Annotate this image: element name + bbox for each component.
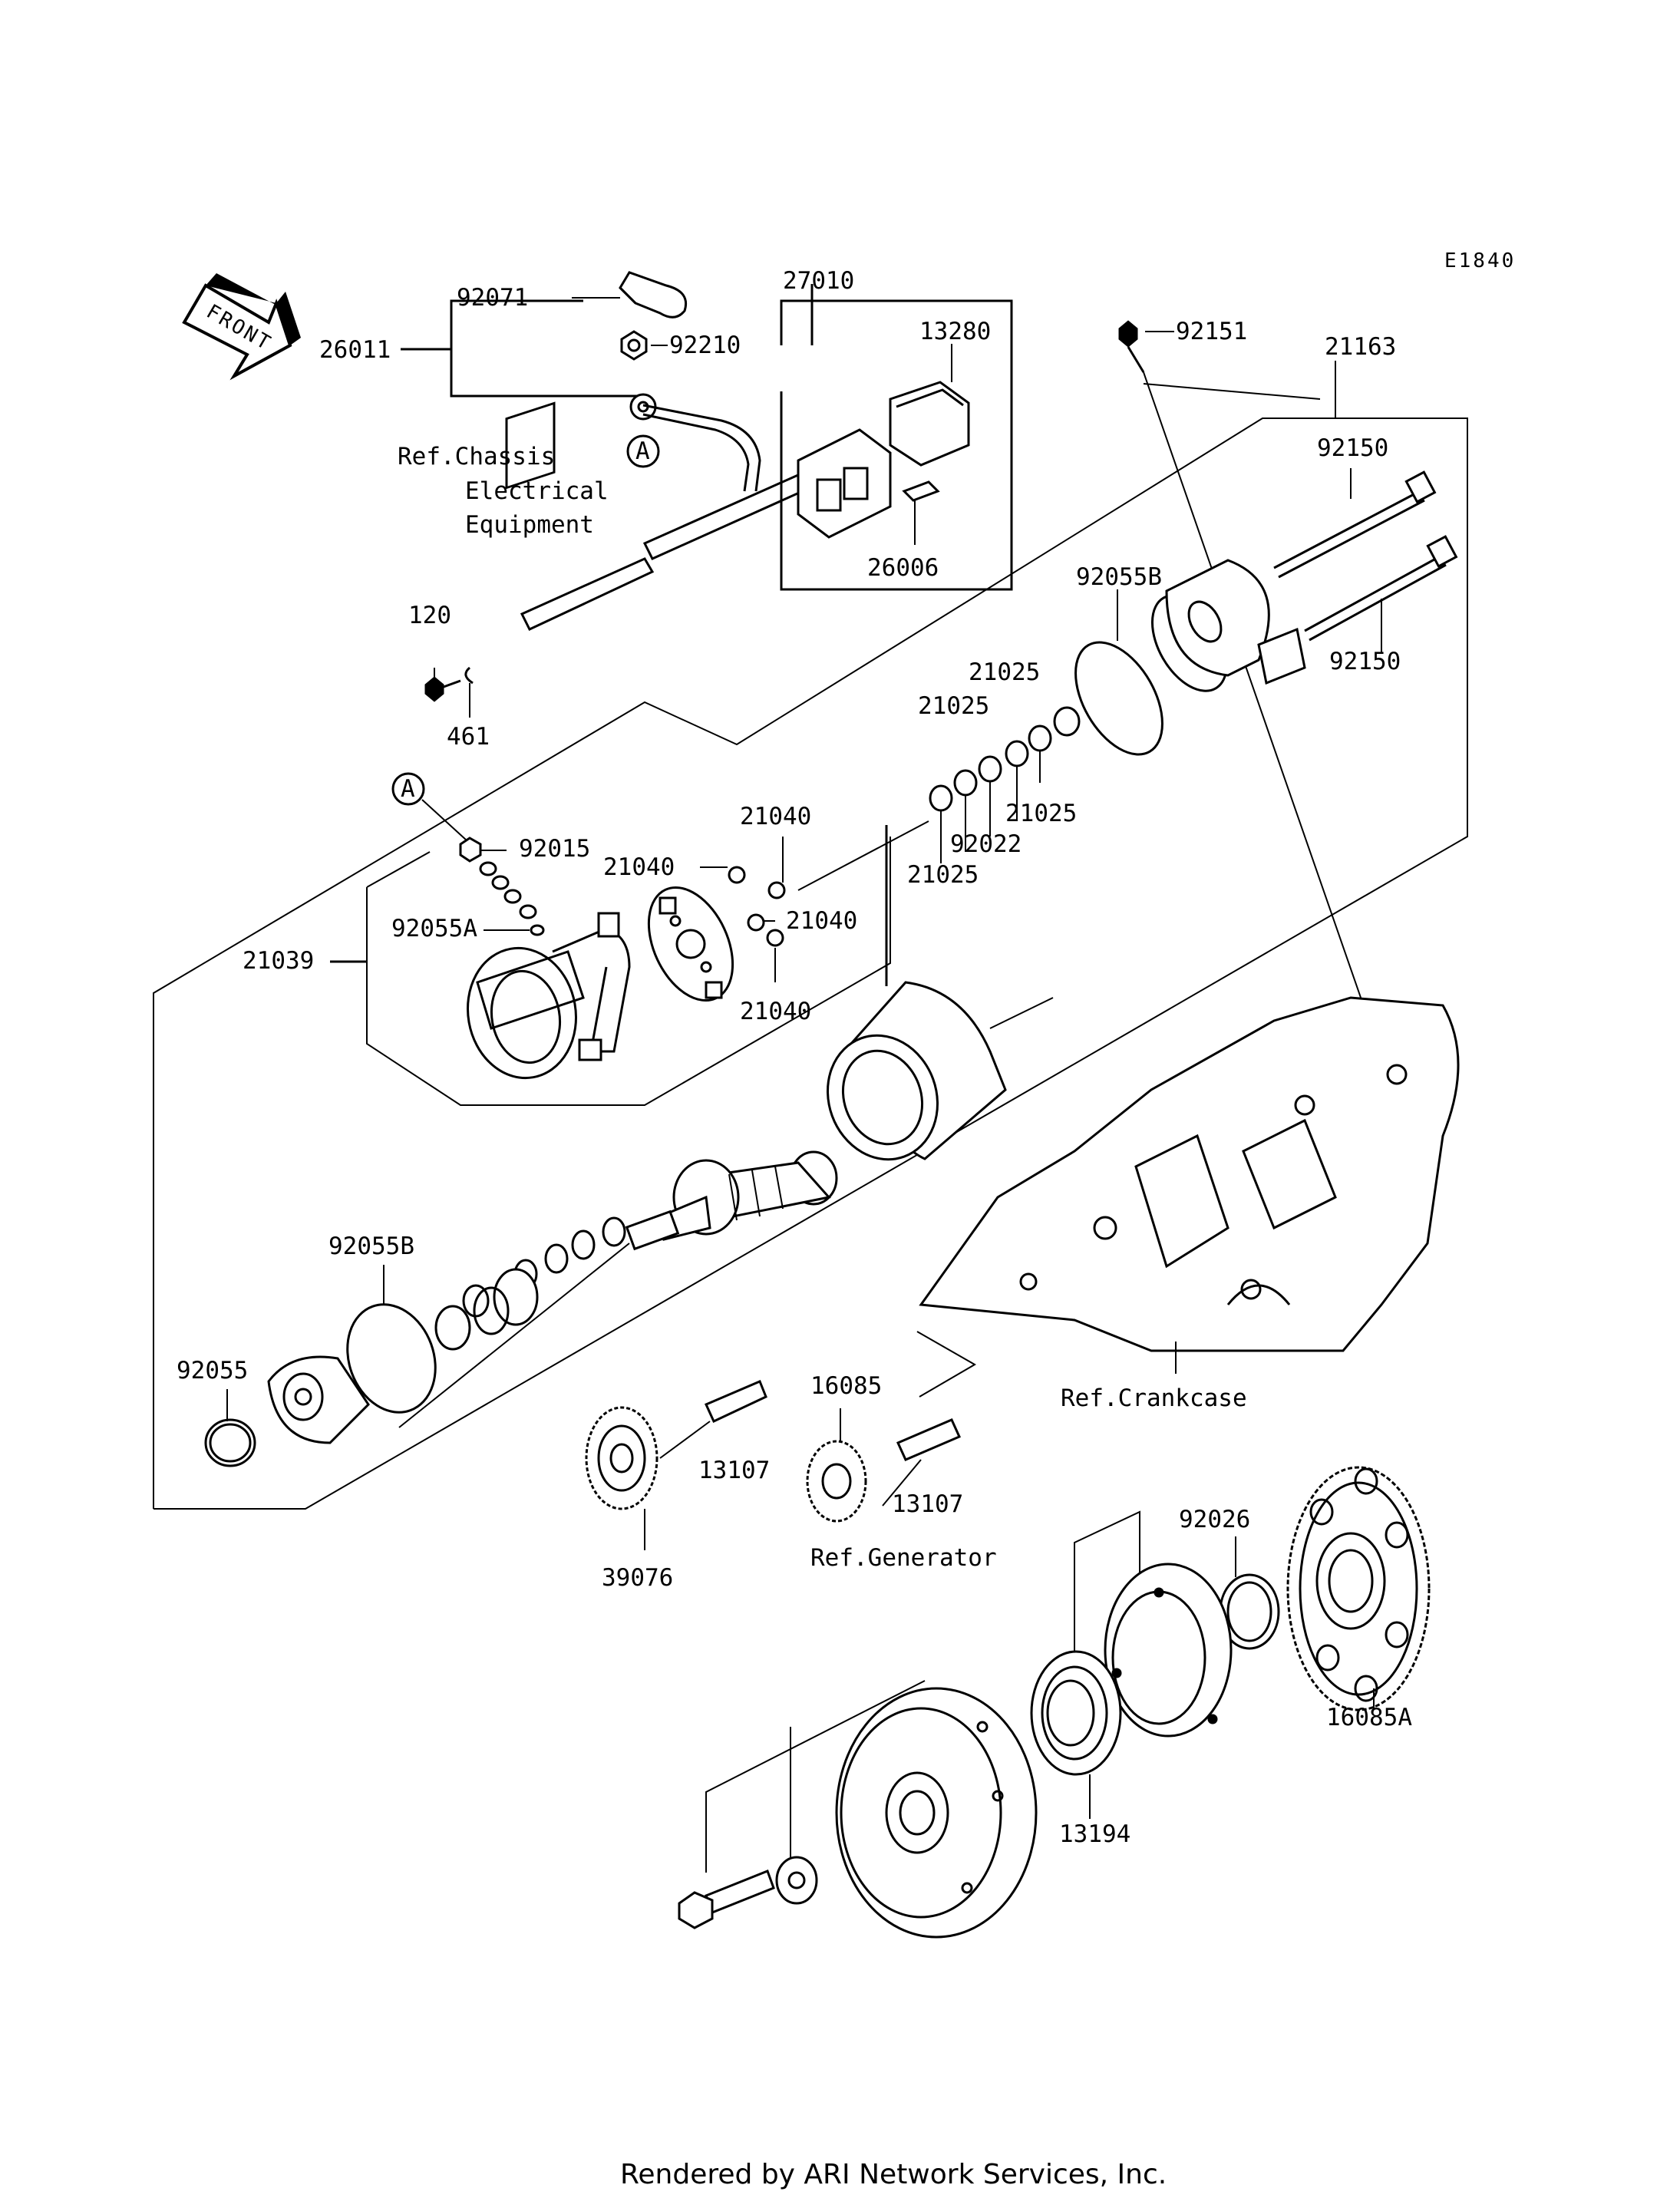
label-21040-2: 21040 bbox=[603, 853, 675, 881]
label-21040-4: 21040 bbox=[740, 998, 811, 1025]
callout-a-bottom: A bbox=[401, 775, 415, 803]
wire-terminal-a: A bbox=[626, 393, 660, 468]
washer-rotor bbox=[775, 1856, 818, 1905]
bushing bbox=[1053, 706, 1081, 737]
leader-21163-top bbox=[1143, 383, 1321, 400]
label-39076: 39076 bbox=[602, 1564, 673, 1592]
part-labels: 92071 26011 92210 27010 13280 26006 9215… bbox=[177, 267, 1412, 1848]
label-92055a: 92055A bbox=[391, 915, 477, 942]
label-21025-3: 21025 bbox=[1005, 800, 1077, 827]
label-92026: 92026 bbox=[1179, 1506, 1250, 1533]
oring-92055 bbox=[204, 1418, 256, 1467]
gear-16085 bbox=[806, 1440, 867, 1523]
oring-92055b-bottom bbox=[346, 1303, 437, 1414]
ref-chassis-line2: Electrical bbox=[465, 477, 609, 505]
nut-92015 bbox=[459, 837, 545, 936]
label-92210: 92210 bbox=[669, 332, 741, 359]
crankcase bbox=[919, 996, 1460, 1352]
label-92055: 92055 bbox=[177, 1357, 248, 1384]
label-92151: 92151 bbox=[1176, 318, 1247, 345]
leader-generator-a bbox=[705, 1680, 926, 1873]
bracket-27010 bbox=[780, 284, 1013, 591]
nut-92210 bbox=[620, 330, 648, 361]
label-13107-b: 13107 bbox=[892, 1490, 963, 1518]
ref-generator: Ref.Generator bbox=[810, 1544, 997, 1572]
bracket-26011 bbox=[401, 299, 637, 398]
label-13107-a: 13107 bbox=[698, 1457, 770, 1484]
leader-generator-c bbox=[1074, 1510, 1140, 1652]
ref-chassis-line1: Ref.Chassis bbox=[398, 443, 555, 470]
one-way-clutch-13194 bbox=[1030, 1650, 1122, 1776]
label-92022: 92022 bbox=[950, 830, 1022, 858]
springs-21040 bbox=[728, 866, 786, 947]
shaft-13107-b bbox=[896, 1418, 961, 1461]
label-21025-1: 21025 bbox=[969, 658, 1040, 686]
leader-13107 bbox=[916, 1331, 976, 1398]
label-120: 120 bbox=[408, 602, 451, 629]
label-27010: 27010 bbox=[783, 267, 854, 295]
rotor bbox=[835, 1687, 1038, 1939]
label-21163: 21163 bbox=[1325, 333, 1396, 361]
ref-chassis-line3: Equipment bbox=[465, 511, 594, 539]
through-bolt-upper bbox=[1273, 470, 1437, 579]
label-21025-4: 21025 bbox=[907, 861, 979, 889]
label-92071: 92071 bbox=[457, 284, 528, 312]
cover-13280 bbox=[889, 381, 970, 467]
callout-a-bottom-circle bbox=[391, 772, 425, 806]
bolt-120 bbox=[424, 676, 461, 702]
through-bolt-lower bbox=[1304, 535, 1458, 642]
gear-16085a bbox=[1286, 1466, 1431, 1711]
label-92150-upper: 92150 bbox=[1317, 434, 1388, 462]
yoke bbox=[826, 981, 1007, 1161]
fuse-26006 bbox=[902, 480, 940, 502]
leader-lines bbox=[226, 297, 1382, 1819]
shaft-13107-a bbox=[705, 1380, 767, 1424]
label-13194: 13194 bbox=[1059, 1820, 1130, 1848]
footer-credit: Rendered by ARI Network Services, Inc. bbox=[620, 2159, 1167, 2190]
bolt-92151 bbox=[1118, 320, 1145, 373]
bearing bbox=[434, 1305, 471, 1351]
label-16085: 16085 bbox=[810, 1372, 882, 1400]
label-21025-2: 21025 bbox=[918, 692, 989, 720]
label-92015: 92015 bbox=[519, 835, 590, 863]
oring-92055b-top bbox=[1074, 641, 1163, 756]
gear-39076 bbox=[585, 1406, 658, 1510]
clutch-housing bbox=[1104, 1563, 1233, 1738]
armature bbox=[625, 1150, 838, 1251]
rotor-bolt bbox=[678, 1870, 775, 1929]
assembly-outline bbox=[153, 417, 1468, 1510]
label-92055b-bottom: 92055B bbox=[328, 1233, 414, 1260]
axis-line bbox=[398, 1243, 630, 1428]
label-21039: 21039 bbox=[243, 947, 314, 975]
washer-461 bbox=[464, 666, 474, 685]
callout-a-top: A bbox=[635, 437, 650, 465]
rear-cover bbox=[1150, 559, 1306, 692]
label-21040-1: 21040 bbox=[740, 803, 811, 830]
label-16085a: 16085A bbox=[1326, 1704, 1412, 1731]
reference-labels: Ref.Chassis Electrical Equipment Ref.Cra… bbox=[398, 443, 1247, 1572]
brush-lead bbox=[552, 912, 631, 1061]
ref-crankcase: Ref.Crankcase bbox=[1061, 1384, 1247, 1412]
label-21040-3: 21040 bbox=[786, 907, 857, 935]
clutch-plate bbox=[473, 1268, 539, 1335]
label-92150-lower: 92150 bbox=[1329, 648, 1401, 675]
bracket-21039 bbox=[330, 825, 888, 986]
cap-92071 bbox=[619, 271, 687, 318]
leader-21025-brush bbox=[797, 820, 929, 891]
label-26006: 26006 bbox=[867, 554, 939, 582]
leader-92151 bbox=[1143, 371, 1367, 1014]
label-92055b-top: 92055B bbox=[1076, 563, 1162, 591]
front-cover bbox=[267, 1355, 370, 1444]
label-461: 461 bbox=[447, 723, 490, 751]
yoke-holder bbox=[467, 946, 585, 1080]
diagram-code: E1840 bbox=[1444, 249, 1516, 272]
label-26011: 26011 bbox=[319, 336, 391, 364]
label-13280: 13280 bbox=[919, 318, 991, 345]
brush-plate bbox=[647, 886, 734, 1002]
relay-body bbox=[797, 428, 892, 539]
front-arrow-icon: FRONT bbox=[182, 273, 301, 381]
